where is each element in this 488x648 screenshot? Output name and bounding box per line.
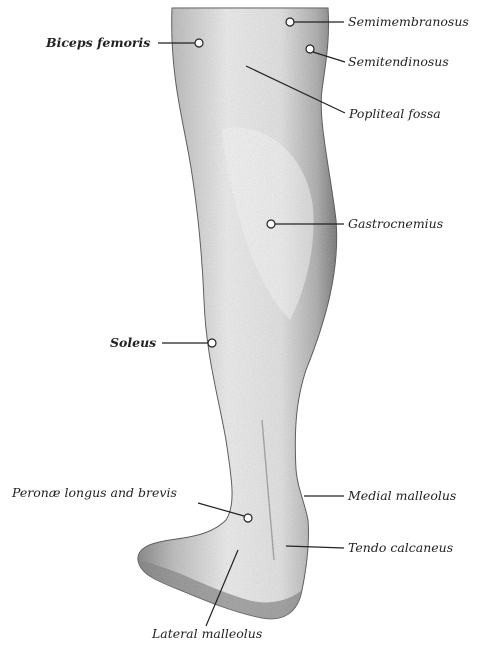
label-semitendinosus: Semitendinosus — [348, 54, 449, 69]
label-biceps-femoris: Biceps femoris — [45, 35, 150, 50]
label-popliteal-fossa: Popliteal fossa — [348, 106, 441, 121]
label-gastrocnemius: Gastrocnemius — [348, 216, 443, 231]
label-medial-malleolus: Medial malleolus — [347, 488, 456, 503]
label-soleus: Soleus — [110, 335, 156, 350]
marker-biceps-femoris — [195, 39, 203, 47]
marker-semitendinosus — [306, 45, 314, 53]
marker-semimembranosus — [286, 18, 294, 26]
marker-soleus — [208, 339, 216, 347]
marker-gastrocnemius — [267, 220, 275, 228]
leg-illustration — [138, 8, 337, 619]
marker-peronae — [244, 514, 252, 522]
label-peronae: Peronæ longus and brevis — [11, 485, 177, 500]
label-semimembranosus: Semimembranosus — [348, 14, 469, 29]
label-lateral-malleolus: Lateral malleolus — [151, 626, 262, 641]
leg-texture — [138, 8, 337, 619]
label-tendo-calcaneus: Tendo calcaneus — [348, 540, 453, 555]
